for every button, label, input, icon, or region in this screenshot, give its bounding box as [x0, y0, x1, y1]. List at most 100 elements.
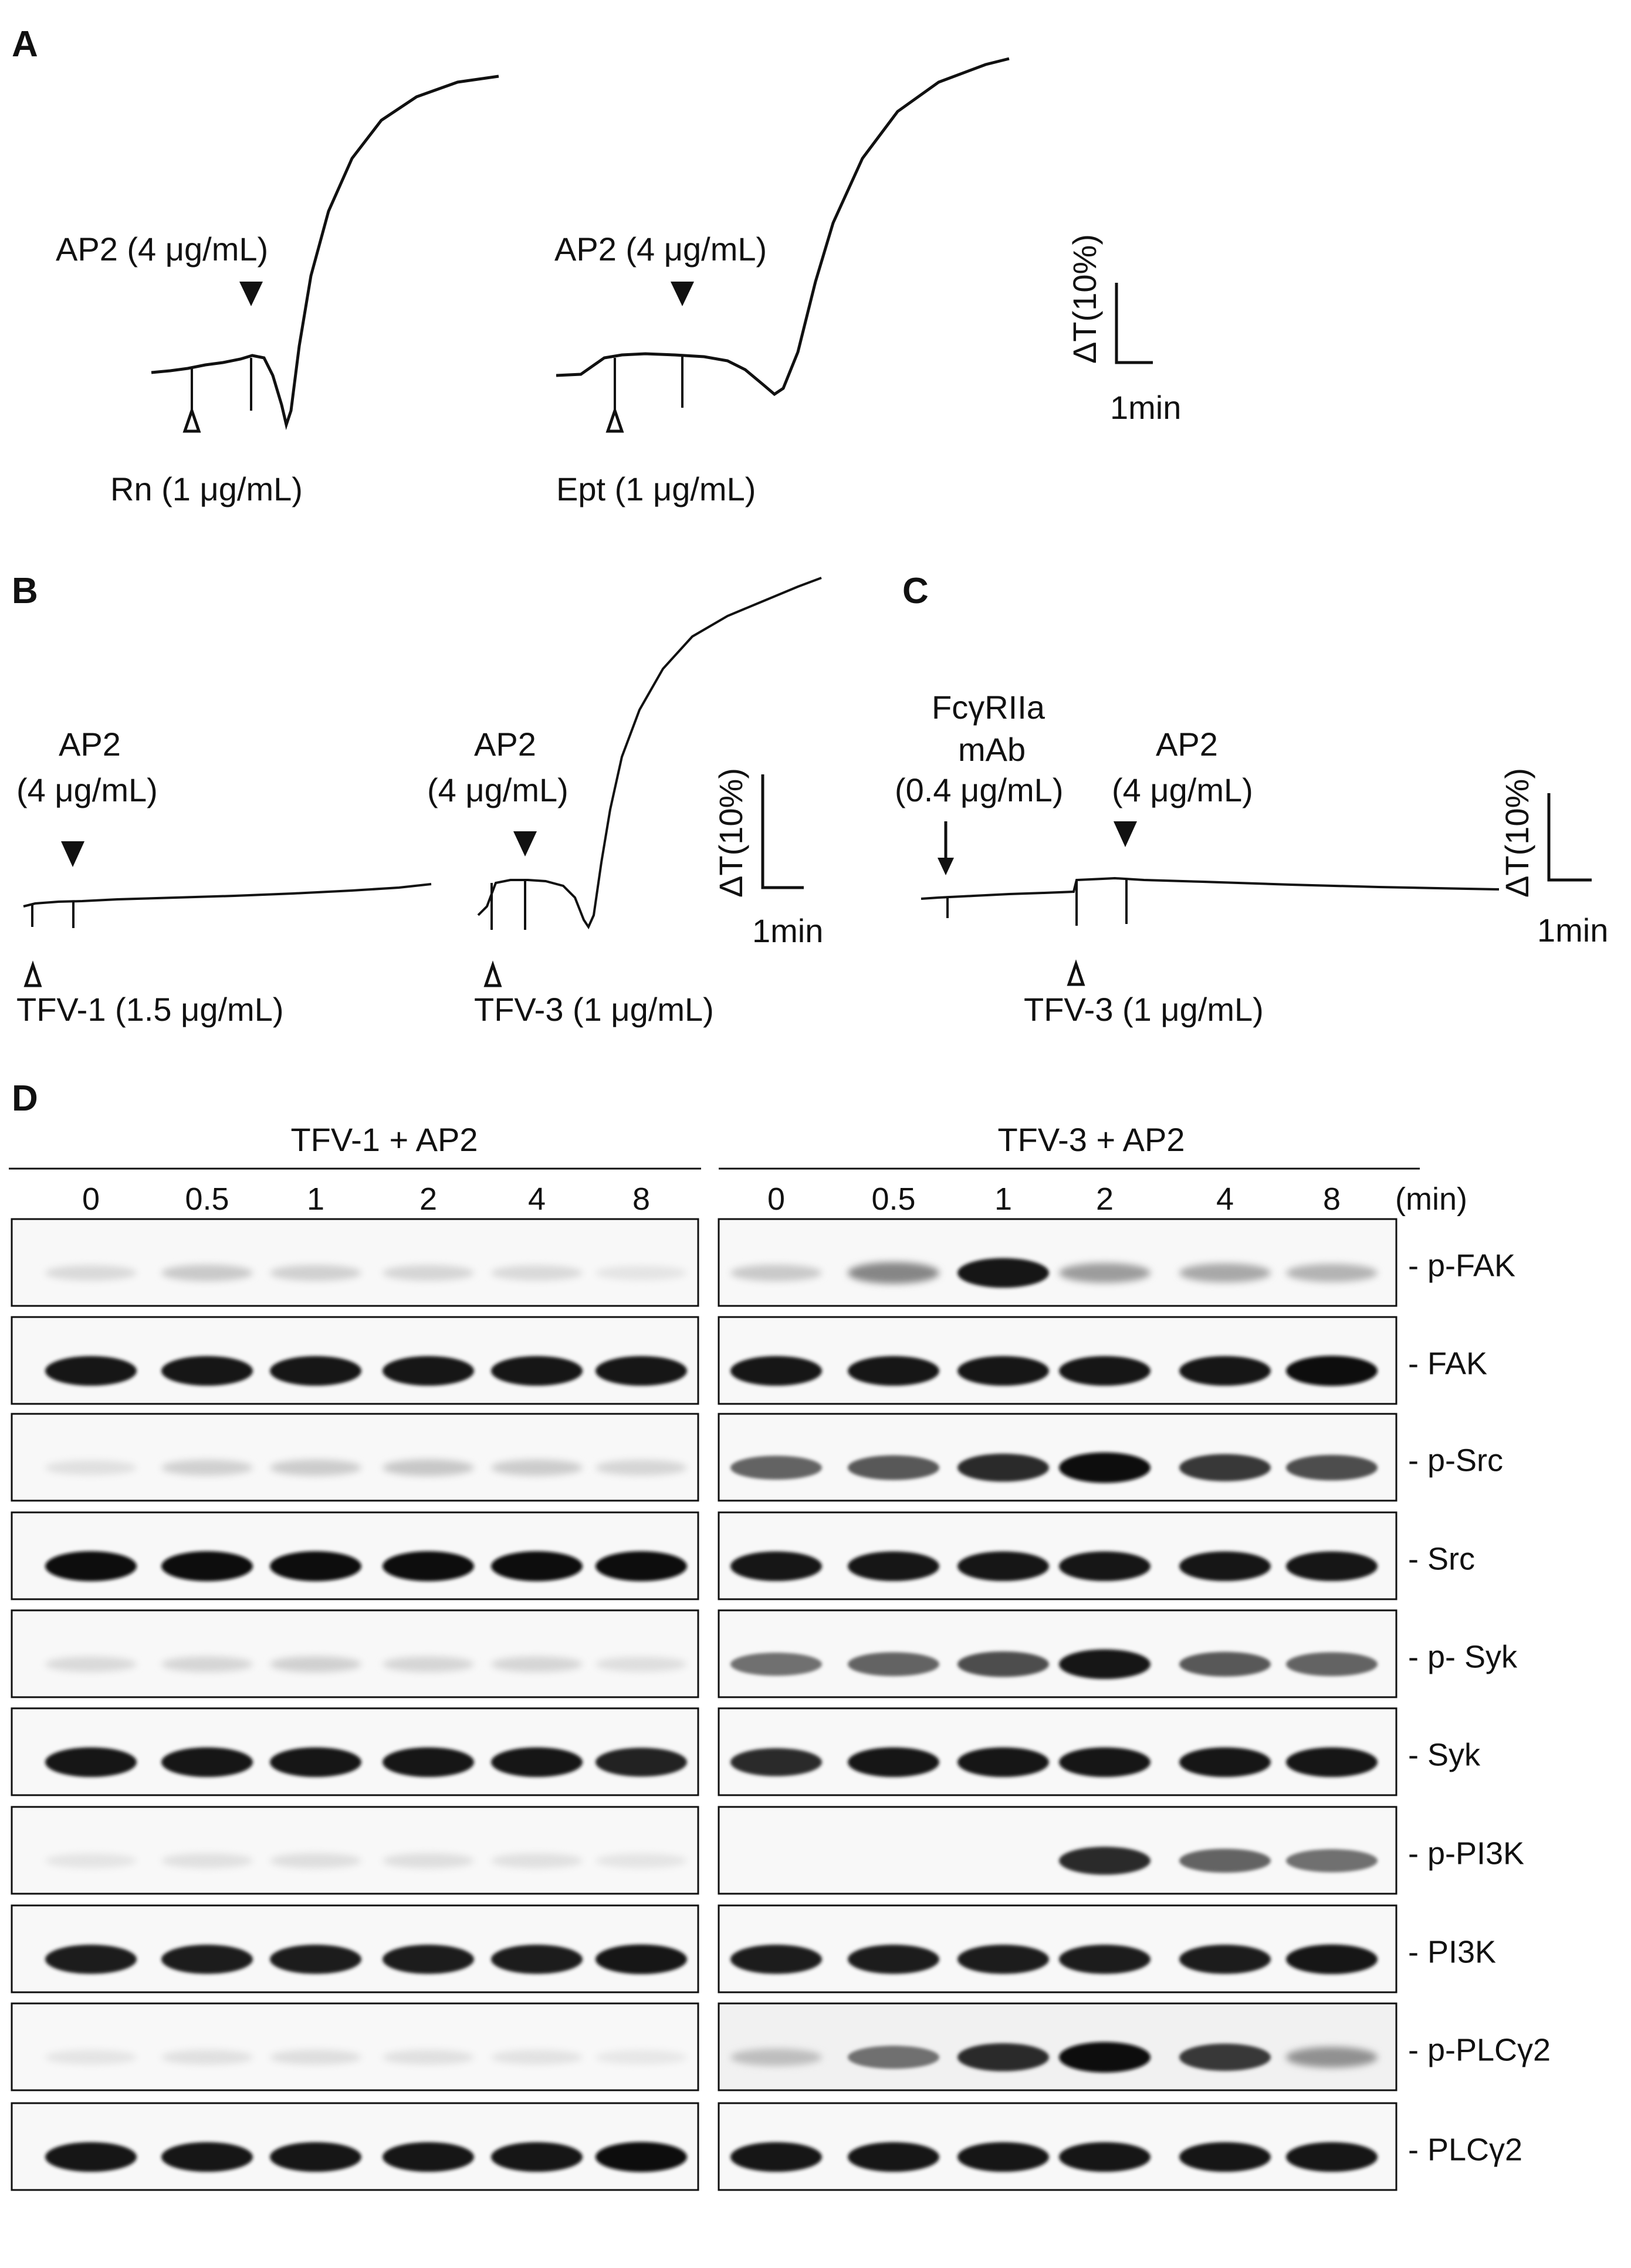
panel-c-antibody-arrowhead: [938, 858, 954, 875]
panel-b-right-pretreat-arrow: [483, 960, 502, 987]
panel-c-antibody-line2: mAb: [958, 731, 1026, 768]
blot-band: [1179, 1356, 1271, 1386]
blot-band: [848, 1356, 939, 1386]
blot-frame: [11, 1707, 699, 1796]
blot-band: [595, 1265, 687, 1281]
panel-c-scale-x: 1min: [1537, 912, 1608, 949]
blot-band: [957, 1356, 1049, 1386]
blot-band: [45, 1747, 137, 1778]
blot-band: [383, 1853, 474, 1868]
blot-frame: [11, 2002, 699, 2091]
blot-band: [1059, 1747, 1151, 1778]
blot-frame: [11, 1806, 699, 1895]
blot-band: [595, 1853, 687, 1868]
blot-band: [45, 1944, 137, 1974]
blot-band: [1059, 1551, 1151, 1582]
blot-band: [848, 1455, 939, 1480]
blot-frame: [11, 1511, 699, 1600]
blot-band: [1179, 1263, 1271, 1282]
blot-band: [491, 1944, 583, 1974]
blot-band: [848, 2142, 939, 2172]
lane-right-5: 8: [1323, 1182, 1341, 1217]
blot-band: [491, 1459, 583, 1476]
blot-band: [45, 1551, 137, 1582]
blot-band: [1059, 1262, 1151, 1283]
blot-band: [957, 1453, 1049, 1482]
panel-b: B AP2 (4 μg/mL) TFV-1 (1.5 μg/mL) AP2 (4…: [12, 571, 823, 1028]
blot-frame: [718, 1609, 1397, 1698]
blot-band: [45, 1265, 137, 1281]
blot-band: [161, 1551, 253, 1582]
blot-band: [45, 1356, 137, 1386]
lane-right-0: 0: [767, 1182, 785, 1217]
blot-frame: [718, 1511, 1397, 1600]
panel-d-label: D: [12, 1078, 38, 1119]
lane-right-4: 4: [1216, 1182, 1234, 1217]
lane-left-1: 0.5: [185, 1182, 229, 1217]
blot-band: [1179, 2043, 1271, 2071]
blot-band: [491, 1747, 583, 1778]
panel-b-scale-x: 1min: [752, 912, 823, 949]
panel-c-agonist-line1: AP2: [1156, 726, 1218, 763]
blot-band: [161, 1747, 253, 1778]
panel-a-left-pretreat: Rn (1 μg/mL): [110, 470, 303, 507]
blot-band: [383, 1747, 474, 1778]
blot-band: [848, 1944, 939, 1974]
protein-label: - FAK: [1408, 1346, 1487, 1382]
blot-band: [595, 1944, 687, 1975]
blot-band: [491, 1853, 583, 1868]
blot-band: [1059, 1944, 1151, 1974]
blot-band: [491, 1356, 583, 1386]
blot-band: [848, 1652, 939, 1677]
blot-band: [270, 1656, 361, 1673]
panel-a-right-pretreat-arrow: [605, 406, 624, 433]
blot-band: [491, 1265, 583, 1281]
blot-band: [45, 1460, 137, 1475]
panel-a-left-agonist-arrow: [239, 282, 263, 306]
blot-band: [161, 1944, 253, 1974]
lane-right-2: 1: [994, 1182, 1012, 1217]
blot-band: [957, 2043, 1049, 2071]
lane-left-5: 8: [632, 1182, 650, 1217]
protein-label: - Src: [1408, 1542, 1475, 1577]
blot-band: [1286, 1944, 1378, 1975]
blot-band: [270, 2049, 361, 2065]
panel-c-antibody-line1: FcγRIIa: [932, 689, 1045, 726]
blot-band: [1179, 1651, 1271, 1677]
blot-band: [848, 1262, 939, 1284]
blot-band: [1059, 1452, 1151, 1483]
blot-frame: [718, 1904, 1397, 1993]
panel-c-antibody-line3: (0.4 μg/mL): [895, 771, 1063, 808]
panel-b-scale-y: ΔT(10%): [712, 768, 749, 898]
panel-b-right-pretreat: TFV-3 (1 μg/mL): [474, 991, 714, 1028]
blot-band: [595, 1656, 687, 1672]
blot-frame: [718, 1316, 1397, 1405]
blot-band: [730, 1944, 822, 1974]
blot-band: [383, 1551, 474, 1582]
panel-b-right-agonist-line1: AP2: [474, 726, 536, 763]
blot-band: [161, 1264, 253, 1281]
lane-left-0: 0: [82, 1182, 100, 1217]
panel-c-label: C: [902, 571, 929, 611]
blot-band: [1286, 1747, 1378, 1778]
panel-c-scale-bar: [1547, 793, 1592, 882]
blot-band: [383, 1356, 474, 1386]
blot-band: [595, 2142, 687, 2172]
blot-band: [491, 1656, 583, 1673]
lane-right-1: 0.5: [871, 1182, 915, 1217]
blot-band: [1286, 1652, 1378, 1677]
blot-band: [957, 1651, 1049, 1677]
panel-b-left-pretreat-arrow: [23, 960, 42, 987]
western-blots: - p-FAK- FAK- p-Src- Src- p- Syk- Syk- p…: [11, 1218, 1551, 2191]
protein-label: - p-FAK: [1408, 1248, 1515, 1284]
blot-band: [848, 1551, 939, 1582]
blot-band: [1179, 1551, 1271, 1582]
panel-d: D TFV-1 + AP2 TFV-3 + AP2 0 0.5 1 2 4 8 …: [9, 1078, 1551, 2191]
lane-right-3: 2: [1096, 1182, 1114, 1217]
blot-frame: [718, 1806, 1397, 1895]
blot-band: [1286, 1264, 1378, 1282]
blot-frame: [11, 1413, 699, 1502]
blot-band: [45, 1656, 137, 1672]
blot-band: [270, 1853, 361, 1868]
panel-b-right-trace: [477, 577, 822, 930]
